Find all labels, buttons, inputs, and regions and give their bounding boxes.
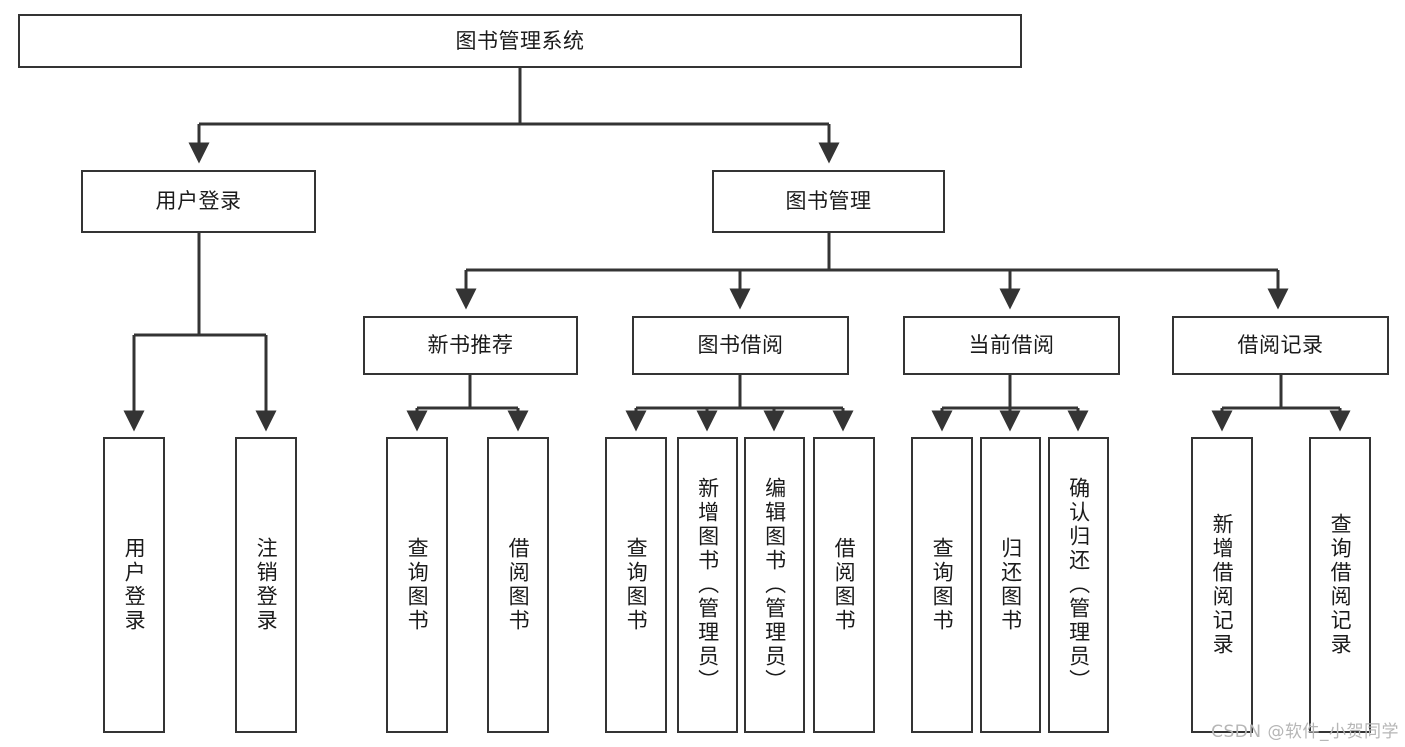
- node-current-borrow[interactable]: 当前借阅: [903, 316, 1120, 375]
- node-leaf-confirm-return-label: 确认归还（管理员）: [1066, 477, 1091, 693]
- node-leaf-add-book-label: 新增图书（管理员）: [695, 477, 720, 693]
- node-leaf-query-record[interactable]: 查询借阅记录: [1309, 437, 1371, 733]
- node-leaf-query-book-2-label: 查询图书: [624, 537, 649, 633]
- node-root-label: 图书管理系统: [455, 28, 585, 53]
- node-leaf-add-book[interactable]: 新增图书（管理员）: [677, 437, 738, 733]
- node-leaf-borrow-book-1[interactable]: 借阅图书: [487, 437, 549, 733]
- node-leaf-add-record-label: 新增借阅记录: [1210, 513, 1235, 657]
- node-book-borrow[interactable]: 图书借阅: [632, 316, 849, 375]
- node-new-book-recommend-label: 新书推荐: [427, 333, 514, 358]
- node-leaf-borrow-book-1-label: 借阅图书: [506, 537, 531, 633]
- node-leaf-query-book-3[interactable]: 查询图书: [911, 437, 973, 733]
- node-book-management[interactable]: 图书管理: [712, 170, 945, 233]
- node-leaf-user-login-label: 用户登录: [122, 537, 147, 633]
- node-leaf-return-book-label: 归还图书: [998, 537, 1023, 633]
- node-user-login[interactable]: 用户登录: [81, 170, 316, 233]
- node-leaf-add-record[interactable]: 新增借阅记录: [1191, 437, 1253, 733]
- node-leaf-query-book-1-label: 查询图书: [405, 537, 430, 633]
- node-leaf-edit-book[interactable]: 编辑图书（管理员）: [744, 437, 805, 733]
- node-leaf-query-book-1[interactable]: 查询图书: [386, 437, 448, 733]
- node-user-login-label: 用户登录: [155, 189, 242, 214]
- node-leaf-edit-book-label: 编辑图书（管理员）: [762, 477, 787, 693]
- node-leaf-logout-login[interactable]: 注销登录: [235, 437, 297, 733]
- node-leaf-borrow-book-2[interactable]: 借阅图书: [813, 437, 875, 733]
- node-new-book-recommend[interactable]: 新书推荐: [363, 316, 578, 375]
- node-book-management-label: 图书管理: [785, 189, 872, 214]
- node-book-borrow-label: 图书借阅: [697, 333, 784, 358]
- node-leaf-borrow-book-2-label: 借阅图书: [832, 537, 857, 633]
- node-leaf-logout-login-label: 注销登录: [254, 537, 279, 633]
- node-borrow-record[interactable]: 借阅记录: [1172, 316, 1389, 375]
- node-leaf-confirm-return[interactable]: 确认归还（管理员）: [1048, 437, 1109, 733]
- node-borrow-record-label: 借阅记录: [1237, 333, 1324, 358]
- node-leaf-query-book-3-label: 查询图书: [930, 537, 955, 633]
- node-leaf-query-record-label: 查询借阅记录: [1328, 513, 1353, 657]
- node-root[interactable]: 图书管理系统: [18, 14, 1022, 68]
- node-leaf-return-book[interactable]: 归还图书: [980, 437, 1041, 733]
- node-leaf-query-book-2[interactable]: 查询图书: [605, 437, 667, 733]
- node-current-borrow-label: 当前借阅: [968, 333, 1055, 358]
- node-leaf-user-login[interactable]: 用户登录: [103, 437, 165, 733]
